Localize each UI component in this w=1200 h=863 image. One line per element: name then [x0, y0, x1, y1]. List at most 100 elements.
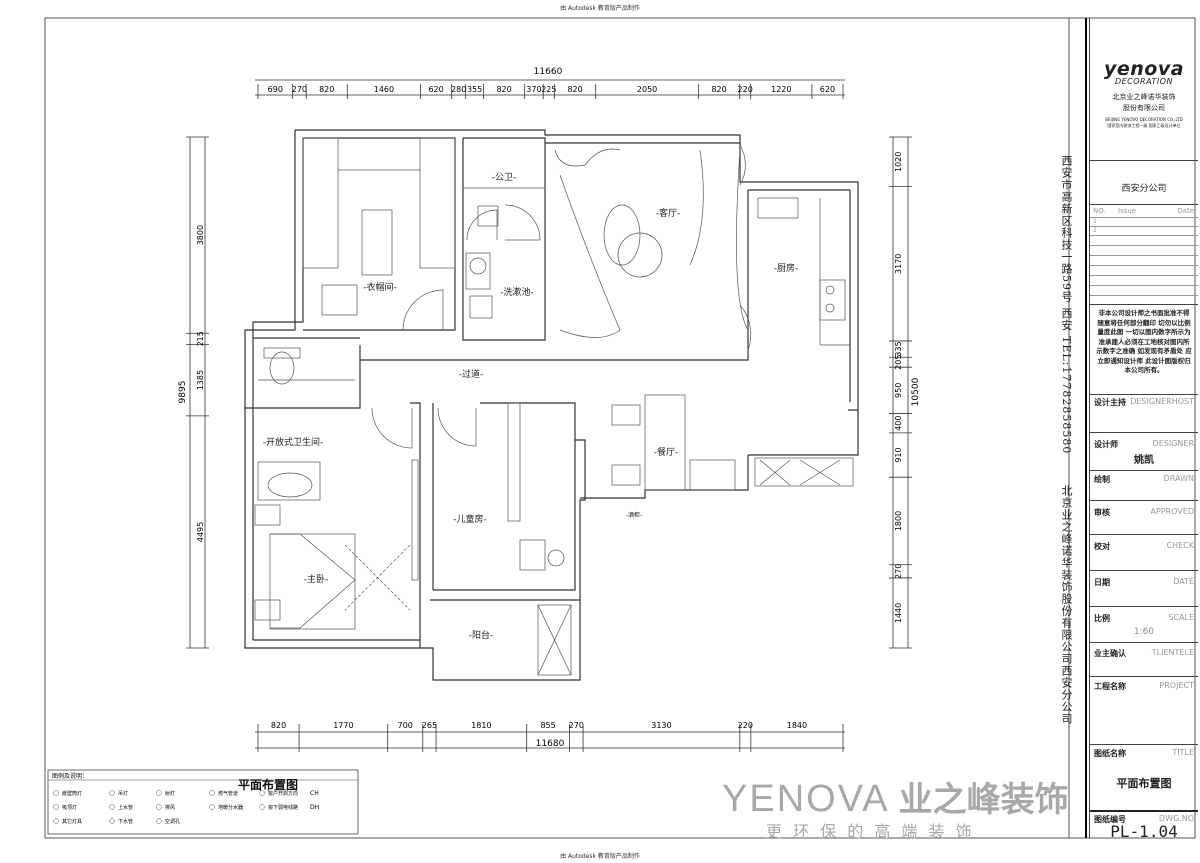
- legend-symbol-icon: [109, 790, 115, 796]
- client-en: TLIENTELE: [1151, 648, 1194, 657]
- legend-symbol-icon: [209, 790, 215, 796]
- bottom-note: 由 Autodesk 教育版产品制作: [560, 852, 640, 860]
- project-label: 工程名称: [1094, 682, 1126, 691]
- logo: yenova DECORATION 北京业之峰诺华装饰 股份有限公司 BEIJI…: [1090, 58, 1198, 129]
- title-value: 平面布置图: [1116, 777, 1172, 790]
- issue-date-label: Date: [1177, 207, 1194, 215]
- designer-en: DESIGNER: [1152, 439, 1194, 448]
- designer-name: 姚凯: [1134, 455, 1154, 466]
- watermark-slogan: 更 环 保 的 高 端 装 饰: [766, 822, 975, 841]
- drawn-label: 绘制: [1094, 475, 1110, 484]
- top-dim-seg-3: 1460: [374, 85, 394, 94]
- legend-item-12: 空调孔: [165, 818, 180, 825]
- bottom-dim-seg-0: 820: [271, 721, 286, 730]
- legend-item-5: 吸顶灯: [62, 804, 77, 811]
- room-laundry: -洗漱池-: [500, 286, 534, 298]
- branch-row: 西安分公司: [1090, 160, 1198, 205]
- left-total-dim: 9895: [178, 381, 188, 404]
- address-vertical: 西安市高新区科技一路59号 西安 TEL:17782858580: [1060, 155, 1073, 455]
- top-dim-seg-4: 620: [428, 85, 443, 94]
- dwg-value: PL-1.04: [1110, 822, 1178, 841]
- left-dim-seg-0: 3800: [196, 225, 205, 245]
- bottom-dim-seg-4: 1810: [471, 721, 491, 730]
- issue-no-label: NO.: [1093, 207, 1106, 215]
- room-living: -客厅-: [656, 207, 681, 219]
- watermark-brand: YENOVA: [722, 778, 890, 820]
- top-dim-seg-5: 280: [451, 85, 466, 94]
- designer-row: 设计师 DESIGNER 姚凯: [1090, 432, 1198, 471]
- legend-item-10: 其它灯具: [62, 818, 82, 825]
- client-row: 业主确认 TLIENTELE: [1090, 642, 1198, 677]
- check-label: 校对: [1094, 542, 1110, 551]
- legend-symbol-icon: [156, 818, 162, 824]
- right-dim-seg-8: 270: [894, 564, 903, 579]
- room-labels: -衣帽间- -公卫- -洗漱池- -客厅- -厨房- -过道- -开放式卫生间-…: [263, 172, 799, 641]
- logo-text: yenova: [1103, 58, 1185, 80]
- legend-item-7: 排风: [165, 804, 175, 811]
- company-en: BEIJING YENOVO DECORATION CO.,LTD: [1105, 117, 1183, 122]
- legend-item-1: 吊灯: [118, 790, 128, 797]
- notice-row: 非本公司设计师之书面批准不得随意将任何部分翻印 切勿以比例量度此图 一切以图内数…: [1090, 304, 1198, 395]
- right-dim-seg-4: 950: [894, 383, 903, 398]
- issue-label: Issue: [1118, 207, 1137, 215]
- issue-row-1: 1: [1093, 218, 1097, 225]
- room-bar: -酒柜-: [626, 511, 642, 519]
- room-public-bath: -公卫-: [492, 172, 517, 183]
- top-dim-seg-0: 690: [268, 85, 283, 94]
- dwg-label: 图纸编号: [1094, 815, 1126, 824]
- bottom-dimensions: [255, 731, 845, 749]
- date-label: 日期: [1094, 578, 1110, 587]
- drawn-en: DRAWN: [1163, 474, 1194, 483]
- top-dim-seg-12: 820: [711, 85, 726, 94]
- legend-symbol-icon: [259, 790, 265, 796]
- legend-symbol-icon: [109, 804, 115, 810]
- legend-item-2: 射灯: [165, 790, 175, 797]
- top-dim-seg-1: 270: [292, 85, 307, 94]
- legend-item-11: 下水管: [118, 818, 133, 825]
- company-vertical-block: 西安市高新区科技一路59号 西安 TEL:17782858580 北京业之峰诺华…: [1058, 140, 1086, 725]
- scale-value: 1:60: [1133, 627, 1155, 637]
- room-open-bath: -开放式卫生间-: [263, 436, 324, 448]
- company-vertical: 北京业之峰诺华装饰股份有限公司西安分公司: [1060, 485, 1073, 725]
- company-line2: 股份有限公司: [1123, 104, 1165, 112]
- legend-symbol-icon: [209, 804, 215, 810]
- project-row: 工程名称 PROJECT: [1090, 676, 1198, 745]
- dwg-row: 图纸编号 DWG.NO PL-1.04: [1090, 810, 1198, 841]
- top-dim-seg-6: 355: [467, 85, 482, 94]
- scale-row: 比例 SCALE 1:60: [1090, 606, 1198, 643]
- design-lead-en: DESIGNERHOST: [1130, 397, 1194, 406]
- approved-row: 审核 APPROVED: [1090, 500, 1198, 535]
- design-lead-label: 设计主持: [1094, 398, 1126, 407]
- room-dining: -餐厅-: [654, 446, 679, 458]
- legend-item-9: 窗下弱电线路: [268, 804, 298, 811]
- company-en2: 国家室内装饰工程一级 国家乙级设计单位: [1107, 123, 1181, 128]
- drawn-row: 绘制 DRAWN: [1090, 470, 1198, 501]
- left-dim-seg-2: 1385: [196, 370, 205, 390]
- scale-label: 比例: [1094, 614, 1110, 623]
- room-master: -主卧-: [304, 573, 329, 585]
- right-dim-seg-5: 400: [894, 416, 903, 431]
- bottom-dim-seg-9: 1840: [787, 721, 807, 730]
- branch-name: 西安分公司: [1121, 184, 1167, 194]
- left-dim-seg-1: 215: [196, 331, 205, 346]
- approved-en: APPROVED: [1150, 507, 1194, 516]
- legend-items: 嵌壁筒灯吊灯射灯燃气管道窗户开启方向吸顶灯上水管排风地暖分水器窗下弱电线路其它灯…: [53, 790, 319, 825]
- legend-code-1: DH: [310, 804, 319, 811]
- plan-title-main: 平面布置图: [238, 777, 298, 792]
- right-dim-seg-2: 335: [894, 341, 903, 356]
- sheet-frame: [44, 17, 1196, 839]
- top-dim-seg-10: 820: [567, 85, 582, 94]
- right-dim-seg-3: 205: [894, 355, 903, 370]
- right-dimensions: [892, 137, 909, 648]
- right-dim-seg-0: 1020: [894, 152, 903, 172]
- legend-symbol-icon: [53, 804, 59, 810]
- right-dim-seg-9: 1440: [894, 603, 903, 623]
- watermark-brand-cn: 业之峰装饰: [898, 780, 1069, 820]
- legend-box: 图例及说明： 嵌壁筒灯吊灯射灯燃气管道窗户开启方向吸顶灯上水管排风地暖分水器窗下…: [47, 769, 359, 835]
- approved-label: 审核: [1094, 508, 1110, 517]
- title-label: 图纸名称: [1094, 749, 1126, 758]
- designer-label: 设计师: [1094, 440, 1118, 449]
